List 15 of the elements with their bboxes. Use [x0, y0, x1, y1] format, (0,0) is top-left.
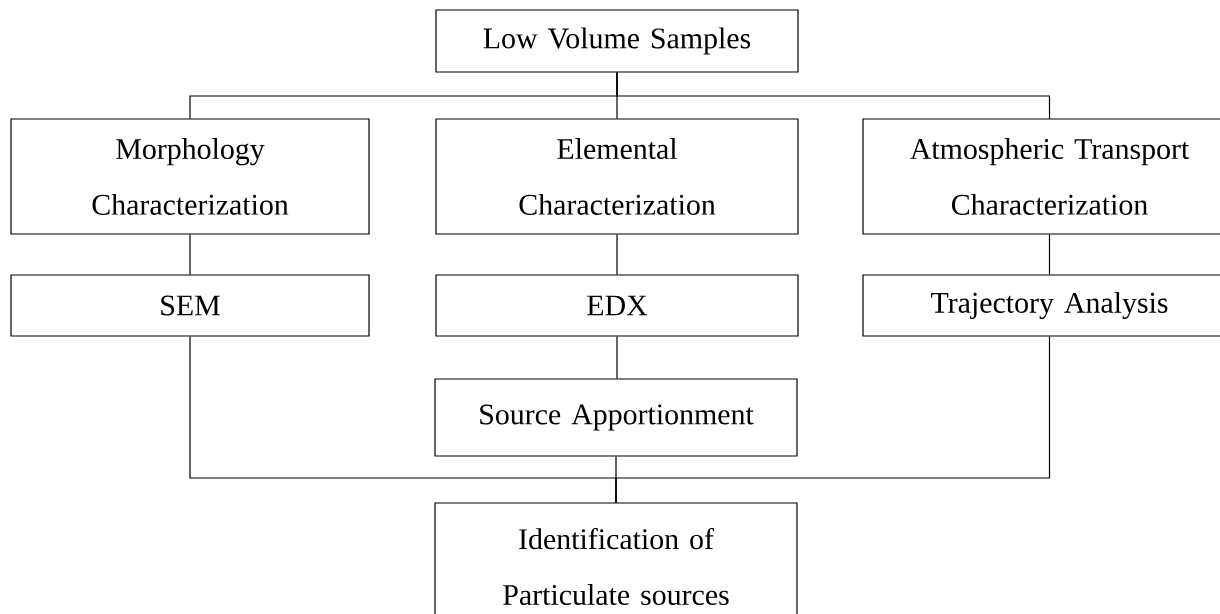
process-box: Identification of Particulate sources	[434, 502, 798, 614]
connector-line	[616, 72, 1051, 119]
connector-line	[615, 336, 1051, 503]
process-box: Trajectory Analysis	[862, 274, 1220, 337]
process-box: EDX	[435, 274, 799, 337]
connector-line	[189, 234, 191, 275]
connector-line	[616, 336, 618, 379]
process-box: Source Apportionment	[434, 378, 798, 457]
process-box: SEM	[10, 274, 370, 337]
connector-line	[1048, 234, 1051, 275]
process-box: Atmospheric Transport Characterization	[862, 118, 1220, 235]
process-box: Morphology Characterization	[10, 118, 370, 235]
process-box: Elemental Characterization	[435, 118, 799, 235]
connector-line	[616, 234, 618, 275]
process-box: Low Volume Samples	[435, 9, 799, 73]
